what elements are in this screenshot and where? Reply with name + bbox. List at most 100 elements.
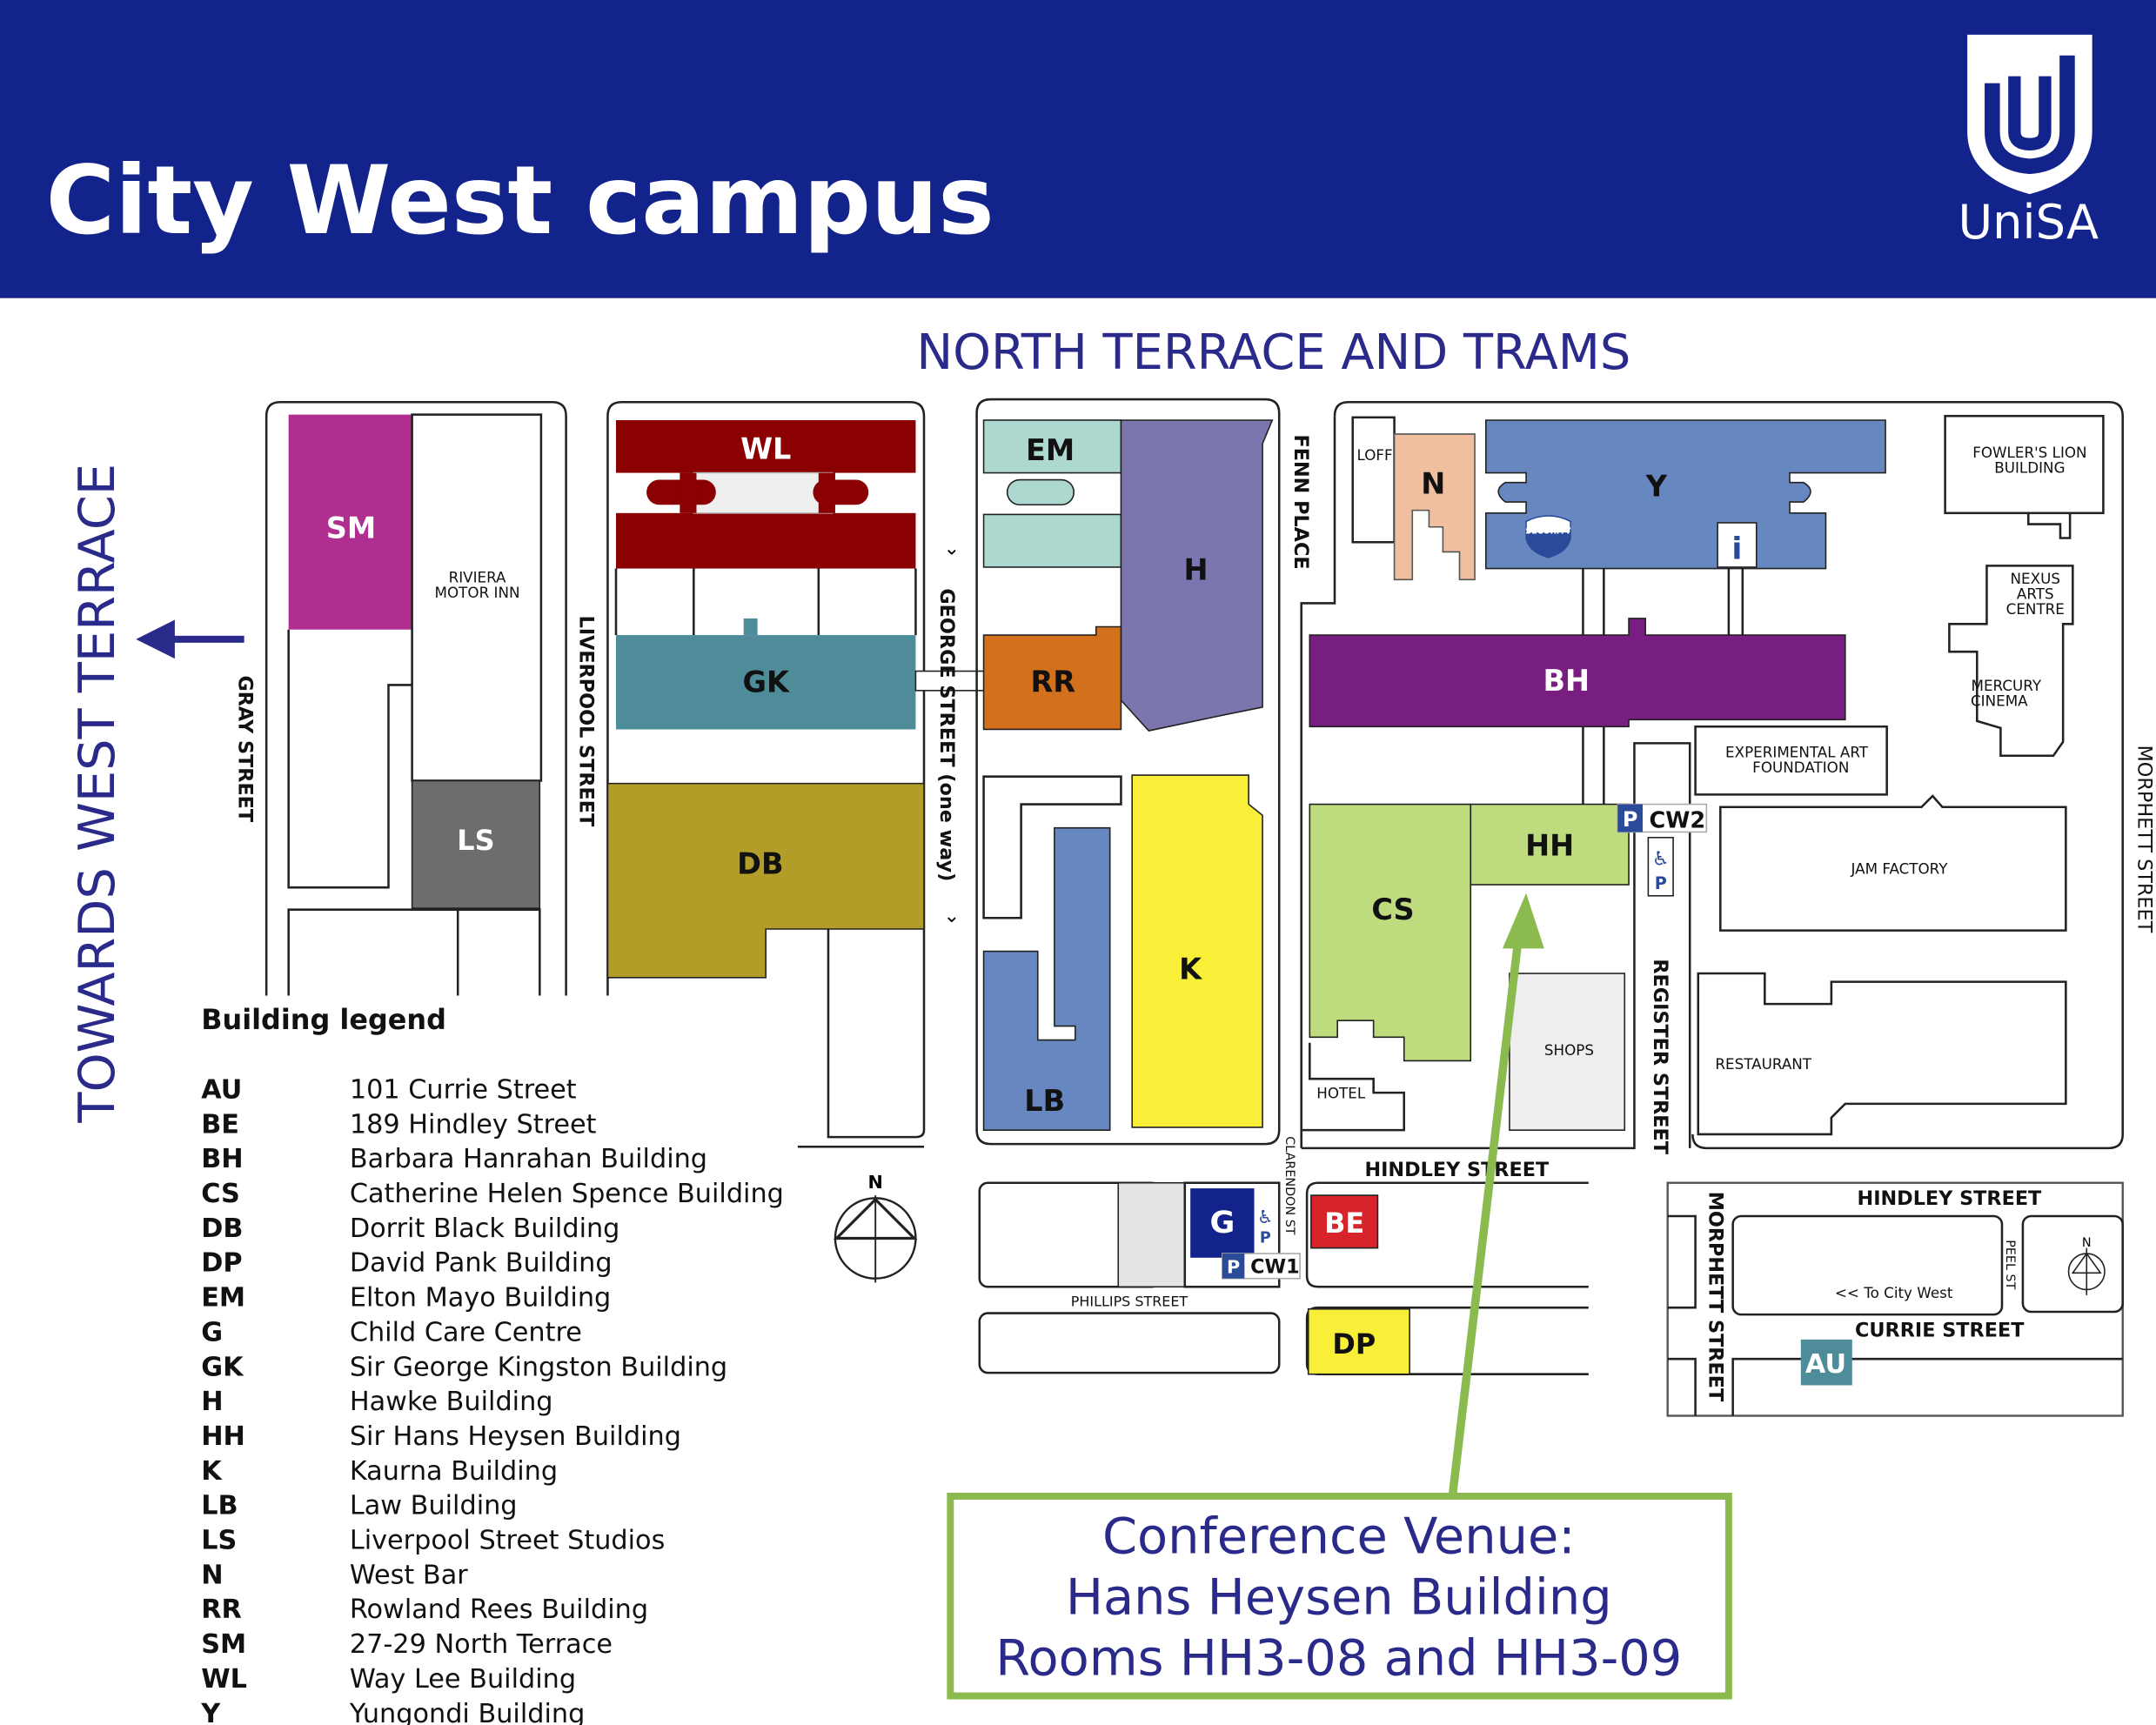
building-label-SM: SM (326, 511, 376, 545)
building-G[interactable] (1190, 1188, 1255, 1258)
building-WL[interactable] (616, 419, 916, 473)
building-label-N: N (1421, 466, 1445, 500)
legend-name: Sir George Kingston Building (350, 1352, 727, 1382)
building-label-K: K (1179, 952, 1202, 986)
legend-name: 27-29 North Terrace (350, 1629, 613, 1660)
building-label-LB: LB (1024, 1084, 1065, 1118)
legend-code: HH (201, 1421, 245, 1452)
nexus-label-2: ARTS (2017, 585, 2054, 603)
building-label-DB: DB (737, 846, 783, 880)
hindley-street-label: HINDLEY STREET (1364, 1159, 1550, 1181)
legend-name: Child Care Centre (350, 1317, 582, 1347)
liverpool-street-label: LIVERPOOL STREET (575, 616, 598, 827)
inset-currie-street-label: CURRIE STREET (1855, 1320, 2025, 1342)
svg-text:N: N (868, 1172, 883, 1193)
inset-compass-icon: N (2067, 1236, 2106, 1295)
building-label-CS: CS (1371, 893, 1414, 926)
legend-name: Rowland Rees Building (350, 1595, 648, 1625)
building-label-EM: EM (1026, 433, 1075, 467)
venue-line-1: Conference Venue: (1102, 1507, 1576, 1565)
building-CS[interactable] (1309, 803, 1472, 1062)
security-shield-icon: SECURITY (1525, 512, 1571, 558)
west-arrow-icon (136, 619, 244, 659)
legend-code: CS (201, 1179, 240, 1209)
legend-title: Building legend (201, 1003, 446, 1036)
svg-text:SECURITY: SECURITY (1525, 527, 1571, 537)
legend-name: Hawke Building (350, 1387, 553, 1417)
fenn-place-label: FENN PLACE (1289, 435, 1312, 570)
fowlers-label: FOWLER'S LION (1972, 444, 2086, 461)
mercury-label: MERCURY (1972, 677, 2042, 694)
building-BH[interactable] (1309, 618, 1846, 728)
building-EM[interactable] (982, 419, 1122, 474)
building-HH[interactable] (1470, 803, 1630, 886)
legend-code: BE (201, 1109, 239, 1140)
legend-code: RR (201, 1595, 242, 1625)
phillips-street-label: PHILLIPS STREET (1071, 1294, 1188, 1310)
legend-code: BH (201, 1144, 243, 1174)
nexus-label-3: CENTRE (2006, 600, 2065, 618)
clarendon-street-label: CLARENDON ST (1282, 1136, 1296, 1235)
building-label-HH: HH (1525, 829, 1574, 863)
building-label-H: H (1184, 552, 1209, 586)
building-DP[interactable] (1307, 1307, 1410, 1375)
accessible-parking-p: P (1260, 1229, 1271, 1247)
accessible-parking-icon: ♿ (1257, 1207, 1274, 1227)
legend-code: K (201, 1456, 223, 1487)
shops-label: SHOPS (1544, 1041, 1594, 1059)
building-label-Y: Y (1645, 470, 1668, 504)
legend-code: Y (200, 1699, 221, 1725)
riviera-label: RIVIERA (449, 569, 506, 586)
building-LB[interactable] (982, 826, 1111, 1131)
building-DB[interactable] (606, 782, 925, 979)
legend-code: GK (201, 1352, 244, 1382)
legend-code: DP (201, 1248, 242, 1279)
building-Y[interactable] (1485, 419, 1886, 570)
building-N[interactable] (1393, 433, 1476, 581)
building-GK[interactable] (616, 635, 916, 730)
riviera-label-2: MOTOR INN (435, 584, 520, 601)
legend-name: West Bar (350, 1560, 468, 1590)
venue-line-3: Rooms HH3-08 and HH3-09 (995, 1629, 1682, 1688)
mercury-label-2: CINEMA (1971, 692, 2028, 709)
building-H[interactable] (1120, 419, 1274, 732)
inset-map: HINDLEY STREET << To City West PEEL ST M… (1666, 1181, 2125, 1417)
north-terrace-label: NORTH TERRACE AND TRAMS (916, 324, 1630, 381)
legend-name: Catherine Helen Spence Building (350, 1179, 784, 1209)
building-label-DP: DP (1332, 1327, 1376, 1361)
building-label-G: G (1209, 1205, 1235, 1240)
building-AU[interactable] (1800, 1339, 1852, 1386)
nexus-label: NEXUS (2011, 570, 2060, 587)
gray-street-label: GRAY STREET (233, 675, 256, 822)
legend-name: David Pank Building (350, 1248, 613, 1279)
george-street-label: GEORGE STREET (one way) (935, 588, 958, 881)
header-banner (0, 0, 2156, 298)
jam-factory-label: JAM FACTORY (1851, 859, 1949, 877)
building-label-GK: GK (743, 665, 790, 699)
building-label-WL: WL (740, 432, 791, 466)
legend-name: Law Building (350, 1491, 518, 1521)
building-label-LS: LS (457, 824, 494, 857)
legend-name: Kaurna Building (350, 1456, 558, 1487)
building-SM[interactable] (288, 414, 412, 630)
accessible-parking-p: P (1655, 873, 1667, 893)
one-way-chevron-icon: ⌄ (944, 538, 961, 560)
building-label-AU: AU (1805, 1349, 1846, 1380)
building-K[interactable] (1131, 774, 1263, 1128)
building-BE[interactable] (1310, 1194, 1379, 1249)
unisa-logo: UniSA (1958, 34, 2099, 250)
eaf-label: EXPERIMENTAL ART (1725, 743, 1869, 760)
inset-hindley-label: HINDLEY STREET (1858, 1187, 2043, 1210)
conference-venue-box (947, 1492, 1732, 1700)
fowlers-label-2: BUILDING (1994, 459, 2065, 477)
legend-code: SM (201, 1629, 246, 1660)
legend-code: G (201, 1317, 223, 1347)
venue-line-2: Hans Heysen Building (1066, 1568, 1612, 1626)
legend-code: AU (201, 1074, 242, 1105)
building-LS[interactable] (411, 779, 541, 909)
building-RR[interactable] (982, 625, 1122, 731)
legend-name: Liverpool Street Studios (350, 1526, 666, 1556)
legend-code: H (201, 1387, 223, 1417)
